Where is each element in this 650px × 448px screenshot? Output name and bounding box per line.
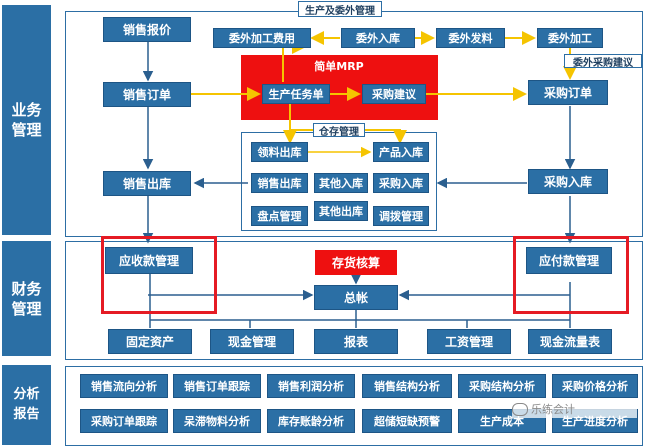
- business-section-label: 业务管理: [2, 5, 51, 235]
- analysis-item[interactable]: 销售流向分析: [80, 374, 168, 398]
- other-out-node[interactable]: 其他出库: [314, 201, 368, 221]
- product-in-node[interactable]: 产品入库: [373, 142, 429, 162]
- outsource-fee-node[interactable]: 委外加工费用: [213, 28, 311, 48]
- warehouse-label: 仓存管理: [313, 123, 365, 138]
- analysis-item[interactable]: 采购价格分析: [552, 374, 638, 398]
- analysis-section-label: 分析报告: [2, 365, 51, 445]
- cash-mgmt-node[interactable]: 现金管理: [210, 329, 294, 354]
- inventory-mgmt-node[interactable]: 盘点管理: [251, 206, 308, 226]
- watermark-text: 乐练会计: [531, 403, 575, 416]
- fixed-assets-node[interactable]: 固定资产: [108, 329, 192, 354]
- general-ledger-node[interactable]: 总帐: [314, 285, 398, 310]
- ap-mgmt-node[interactable]: 应付款管理: [526, 247, 612, 274]
- outsource-issue-node[interactable]: 委外发料: [436, 28, 505, 48]
- chat-bubble-icon: [512, 402, 528, 416]
- production-outsourcing-label: 生产及委外管理: [298, 1, 382, 17]
- ar-mgmt-node[interactable]: 应收款管理: [105, 247, 193, 274]
- transfer-mgmt-node[interactable]: 调拨管理: [373, 206, 429, 226]
- analysis-item[interactable]: 呆滞物料分析: [173, 409, 261, 433]
- analysis-item[interactable]: 销售利润分析: [267, 374, 355, 398]
- payroll-node[interactable]: 工资管理: [427, 329, 511, 354]
- ar-highlight-frame: [101, 236, 217, 314]
- cash-flow-node[interactable]: 现金流量表: [528, 329, 612, 354]
- outsourcing-purchase-suggestion-label: 委外采购建议: [564, 54, 642, 69]
- analysis-item[interactable]: 采购结构分析: [458, 374, 546, 398]
- other-in-node[interactable]: 其他入库: [314, 173, 368, 193]
- purchase-in-node[interactable]: 采购入库: [528, 169, 608, 194]
- reports-node[interactable]: 报表: [314, 329, 398, 354]
- watermark: 乐练会计: [512, 400, 637, 418]
- analysis-item[interactable]: 采购订单跟踪: [80, 409, 168, 433]
- finance-section-label: 财务管理: [2, 241, 51, 356]
- outsource-process-node[interactable]: 委外加工: [537, 28, 603, 48]
- analysis-item[interactable]: 库存账龄分析: [267, 409, 355, 433]
- purchase-order-node[interactable]: 采购订单: [528, 80, 608, 105]
- simple-mrp-label: 简单MRP: [314, 60, 364, 73]
- analysis-item[interactable]: 销售订单跟踪: [173, 374, 261, 398]
- sales-quote-node[interactable]: 销售报价: [103, 17, 191, 42]
- ap-highlight-frame: [513, 236, 629, 314]
- sales-order-node[interactable]: 销售订单: [103, 82, 191, 107]
- sales-out-small-node[interactable]: 销售出库: [251, 173, 308, 193]
- purchase-in-small-node[interactable]: 采购入库: [373, 173, 429, 193]
- analysis-item[interactable]: 销售结构分析: [362, 374, 452, 398]
- sales-out-node[interactable]: 销售出库: [103, 171, 191, 196]
- production-task-node[interactable]: 生产任务单: [262, 84, 330, 104]
- purchase-suggestion-node[interactable]: 采购建议: [362, 84, 426, 104]
- inventory-costing-node[interactable]: 存货核算: [315, 250, 397, 275]
- analysis-item[interactable]: 超储短缺预警: [362, 409, 452, 433]
- material-out-node[interactable]: 领料出库: [251, 142, 308, 162]
- outsource-in-node[interactable]: 委外入库: [341, 28, 415, 48]
